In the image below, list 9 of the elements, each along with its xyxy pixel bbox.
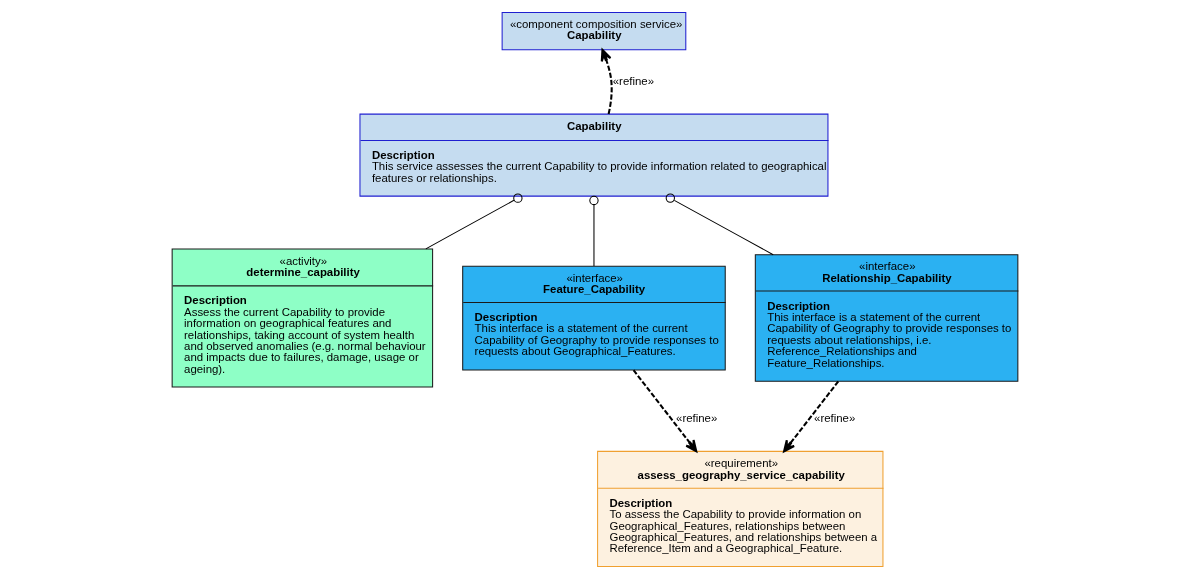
edge-label: «refine»	[612, 74, 654, 87]
connector	[588, 195, 599, 267]
edge-label: «refine»	[813, 412, 855, 425]
arrow	[782, 380, 839, 453]
connector	[424, 193, 523, 250]
arrow	[600, 48, 613, 115]
edge-label: «refine»	[675, 412, 717, 425]
connector	[665, 193, 774, 256]
arrow	[632, 369, 697, 453]
